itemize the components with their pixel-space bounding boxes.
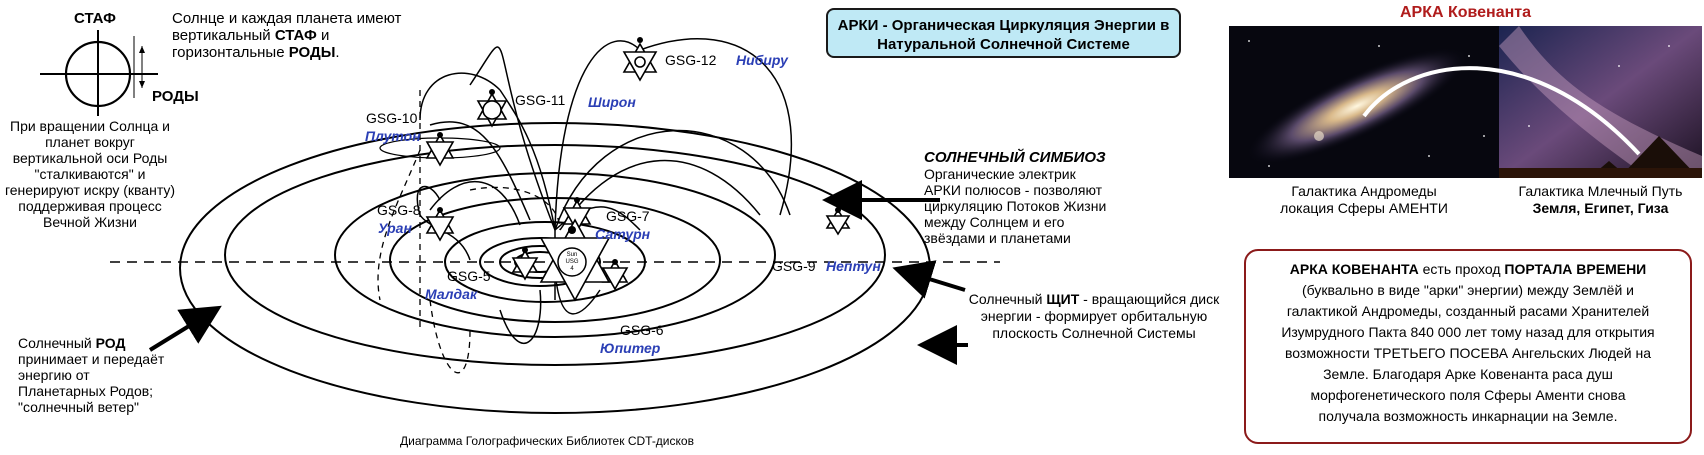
rody-label: РОДЫ	[152, 88, 199, 105]
solar-system-diagram	[110, 37, 1000, 414]
planet-code-gsg10: GSG-10	[366, 110, 418, 126]
diagram-caption: Диаграмма Голографических Библиотек CDT-…	[400, 434, 694, 448]
planet-name-saturn: Сатурн	[595, 226, 651, 242]
solar-shield-text: Солнечный ЩИТ - вращающийся диск энергии…	[968, 291, 1220, 341]
planet-name-shiron: Широн	[588, 94, 636, 110]
planet-code-gsg7: GSG-7	[606, 208, 650, 224]
milky-way-image	[1499, 26, 1702, 178]
planet-code-gsg5: GSG-5	[447, 268, 491, 284]
galaxy-photo	[1229, 26, 1702, 178]
milky-way-caption: Галактика Млечный Путь Земля, Египет, Ги…	[1518, 183, 1683, 216]
planet-name-neptun: Нептун	[826, 258, 881, 274]
andromeda-caption: Галактика Андромеды локация Сферы АМЕНТИ	[1280, 183, 1448, 216]
nodes	[437, 37, 841, 265]
planet-name-maldak: Малдак	[425, 286, 478, 302]
planet-name-jupiter: Юпитер	[600, 340, 661, 356]
intro-text: Солнце и каждая планета имеют вертикальн…	[172, 10, 402, 61]
andromeda-galaxy-image	[1229, 26, 1499, 178]
covenant-arc	[1362, 66, 1641, 156]
planet-code-gsg6: GSG-6	[620, 322, 664, 338]
dashed-arcs	[377, 90, 561, 374]
solar-symbiosis-text: СОЛНЕЧНЫЙ СИМБИОЗ Органические электрик …	[924, 149, 1107, 247]
planet-code-gsg11: GSG-11	[515, 92, 566, 108]
planet-name-uran: Уран	[378, 220, 412, 236]
diagram-title-box: АРКИ - Органическая Циркуляция Энергии в…	[826, 8, 1181, 58]
covenant-description-box: АРКА КОВЕНАНТА есть проход ПОРТАЛА ВРЕМЕ…	[1244, 249, 1692, 444]
staff-icon-group: СТАФ РОДЫ	[20, 8, 199, 116]
staff-label: СТАФ	[74, 10, 116, 27]
planet-code-gsg8: GSG-8	[377, 202, 421, 218]
sun-label: Sun USG 4	[565, 252, 579, 272]
planet-name-nibiru: Нибиру	[736, 52, 788, 68]
pointer-arrows	[148, 180, 968, 365]
planet-name-pluton: Плутон	[365, 128, 421, 144]
covenant-heading: АРКА Ковенанта	[1399, 4, 1531, 21]
rotation-text: При вращении Солнца и планет вокруг верт…	[4, 118, 176, 230]
planet-code-gsg12: GSG-12	[665, 52, 717, 68]
staff-rody-icon	[40, 30, 158, 116]
sun-circle	[557, 247, 587, 277]
planet-code-gsg9: GSG-9	[772, 258, 816, 274]
solar-rod-text: Солнечный РОД принимает и передаёт энерг…	[18, 335, 165, 415]
